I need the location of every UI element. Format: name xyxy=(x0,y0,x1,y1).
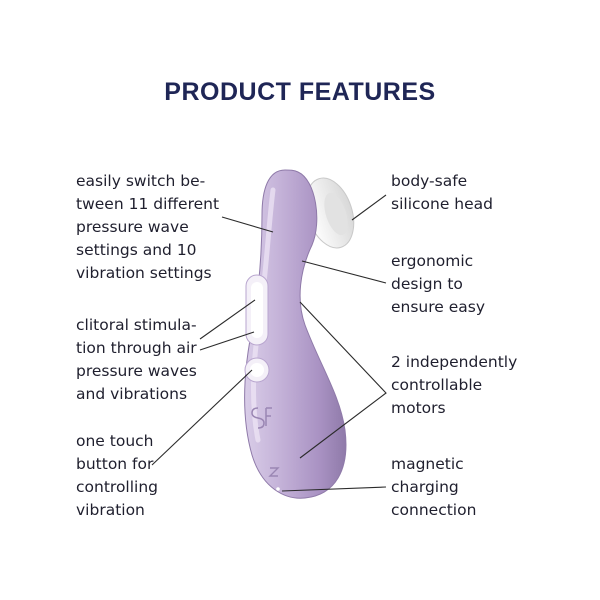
page-title: PRODUCT FEATURES xyxy=(164,78,436,106)
leader-line-air-pressure-2 xyxy=(199,331,255,351)
feature-ergonomic-design: ergonomic design to ensure easy xyxy=(391,252,486,316)
feature-independent-motors: 2 independently controllable motors xyxy=(391,353,518,417)
feature-pressure-wave-settings: easily switch be- tween 11 different pre… xyxy=(76,172,220,282)
leader-line-pressure-settings xyxy=(221,216,274,233)
feature-air-pressure-stimulation: clitoral stimula- tion through air press… xyxy=(76,316,197,403)
brand-logo-emboss xyxy=(251,407,272,429)
feature-one-touch-button: one touch button for controlling vibrati… xyxy=(76,432,159,519)
leader-line-air-pressure-1 xyxy=(199,299,256,340)
charging-emboss-icon xyxy=(268,467,280,477)
pressure-button xyxy=(245,274,269,346)
leader-line-one-touch xyxy=(151,369,253,466)
silicone-head xyxy=(305,177,355,249)
leader-line-magnetic xyxy=(281,486,387,492)
feature-silicone-head: body-safe silicone head xyxy=(391,172,493,213)
leader-line-ergonomic xyxy=(301,260,387,284)
leader-lines xyxy=(151,194,387,492)
feature-magnetic-charging: magnetic charging connection xyxy=(391,455,477,519)
vibration-button xyxy=(244,357,270,383)
magnetic-charging-contacts-icon xyxy=(268,487,280,491)
leader-line-silicone-head xyxy=(351,194,387,221)
leader-line-motors xyxy=(299,301,387,459)
